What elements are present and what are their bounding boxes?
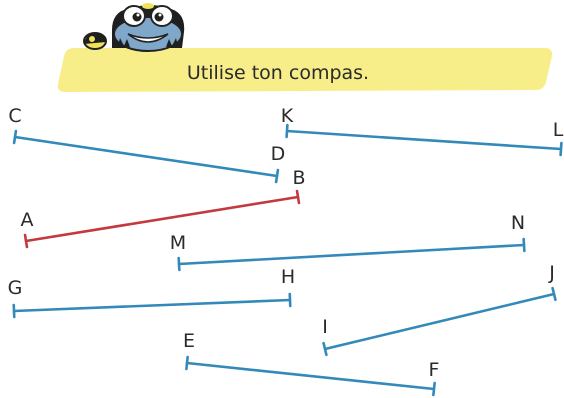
endpoint-tick-e	[185, 355, 189, 371]
endpoint-tick-c	[12, 129, 18, 145]
point-label-i: I	[322, 316, 328, 338]
point-label-h: H	[281, 266, 295, 288]
point-label-g: G	[8, 277, 23, 299]
endpoint-tick-n	[522, 237, 526, 253]
endpoint-tick-l	[559, 141, 563, 157]
endpoint-tick-b	[295, 189, 301, 205]
point-label-f: F	[429, 359, 440, 381]
segment-line-cd	[13, 135, 279, 178]
point-label-d: D	[271, 143, 286, 165]
segment-line-ef	[185, 361, 436, 391]
endpoint-tick-m	[177, 256, 181, 272]
frog-mascot-icon	[83, 3, 185, 52]
segment-ef	[185, 355, 436, 397]
point-label-b: B	[292, 167, 305, 189]
endpoint-tick-k	[285, 123, 289, 139]
endpoint-tick-i	[322, 341, 328, 357]
point-label-k: K	[281, 105, 294, 127]
endpoint-tick-j	[551, 286, 557, 302]
endpoint-tick-f	[432, 381, 436, 397]
point-label-e: E	[183, 330, 195, 352]
point-label-l: L	[553, 119, 564, 141]
point-label-j: J	[548, 262, 555, 284]
segment-mn	[177, 237, 526, 272]
segment-line-mn	[177, 243, 526, 266]
point-label-c: C	[8, 105, 21, 127]
endpoint-tick-a	[23, 233, 29, 249]
segment-ab	[23, 189, 301, 249]
endpoint-tick-d	[274, 168, 280, 184]
segment-line-ab	[24, 195, 300, 243]
segment-cd	[12, 129, 280, 184]
point-label-a: A	[21, 209, 34, 231]
segments-layer	[12, 123, 563, 397]
point-label-m: M	[170, 232, 186, 254]
banner-background	[57, 48, 553, 92]
segment-line-gh	[12, 298, 292, 313]
instruction-banner: Utilise ton compas.	[57, 48, 553, 92]
segment-ij	[322, 286, 557, 357]
segment-kl	[285, 123, 563, 157]
point-labels: C D K L B A N M J H G I E F	[8, 105, 564, 381]
segment-line-kl	[285, 129, 563, 151]
segment-line-ij	[323, 292, 556, 351]
segment-gh	[12, 292, 292, 319]
point-label-n: N	[511, 212, 525, 234]
instruction-text: Utilise ton compas.	[187, 62, 369, 84]
